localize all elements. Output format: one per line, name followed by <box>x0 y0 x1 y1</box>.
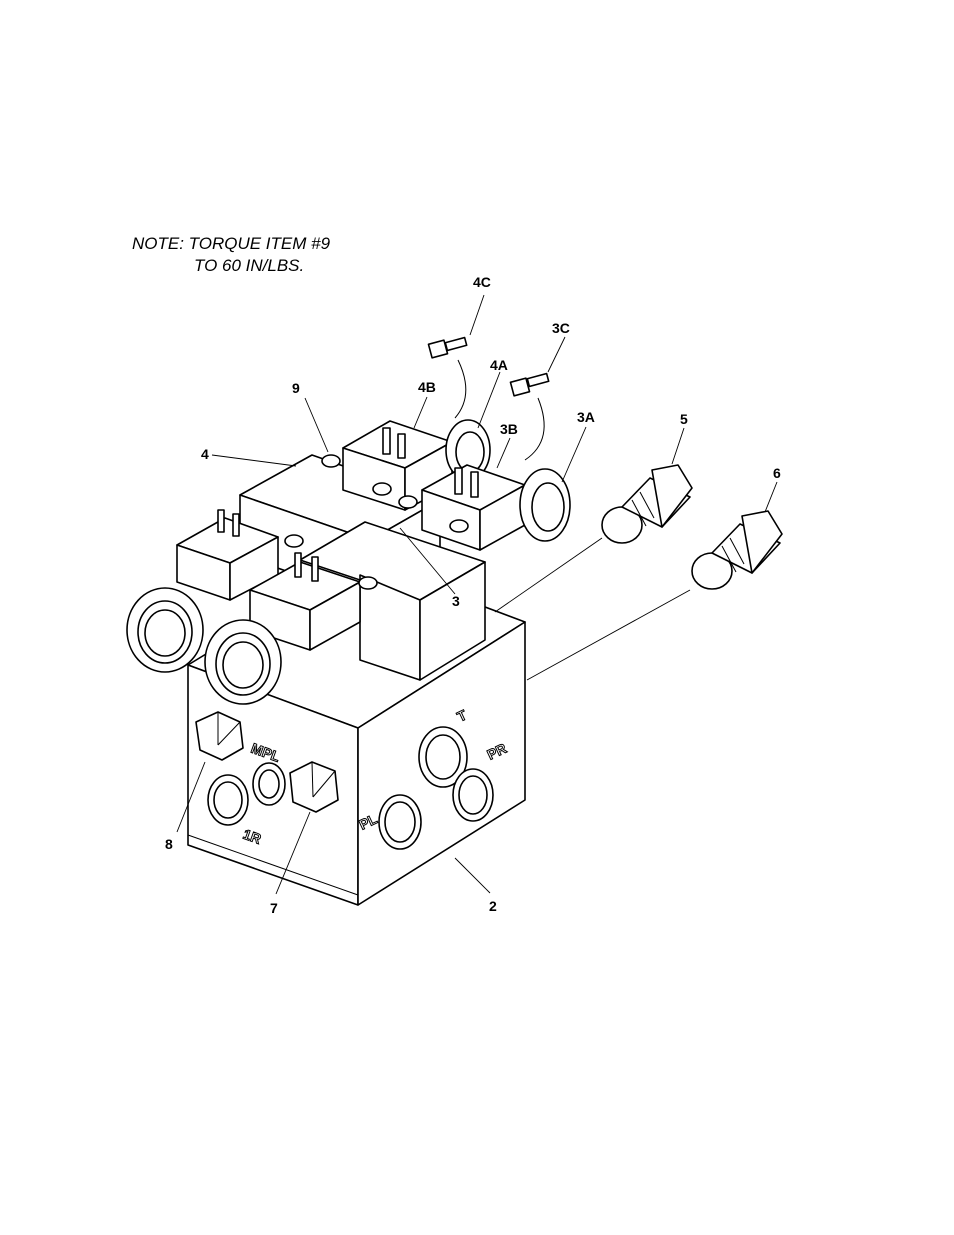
plug-item-8 <box>195 711 244 761</box>
callout-7: 7 <box>270 900 278 916</box>
leader-lines <box>176 294 778 895</box>
callout-4a: 4A <box>490 357 508 373</box>
callout-9: 9 <box>292 380 300 396</box>
valve-body-item-3 <box>299 521 486 681</box>
connector-item-3c <box>509 372 550 461</box>
coil-nut-item-3a <box>519 468 571 542</box>
coil-item-3b <box>421 464 526 551</box>
callout-3c: 3C <box>552 320 570 336</box>
port-t <box>418 726 468 788</box>
cartridge-item-5 <box>601 464 693 544</box>
port-pr <box>452 768 494 822</box>
screw-item-9 <box>284 454 469 590</box>
plug-item-7 <box>289 761 339 813</box>
knob-valve-3 <box>204 619 282 705</box>
callout-4: 4 <box>201 446 209 462</box>
port-pl <box>378 794 422 850</box>
callout-2: 2 <box>489 898 497 914</box>
callout-8: 8 <box>165 836 173 852</box>
callout-4c: 4C <box>473 274 491 290</box>
port-1r <box>207 774 249 826</box>
callout-3a: 3A <box>577 409 595 425</box>
callout-5: 5 <box>680 411 688 427</box>
callout-3b: 3B <box>500 421 518 437</box>
callout-3: 3 <box>452 593 460 609</box>
connector-item-4c <box>427 336 468 419</box>
port-label-pl: PL <box>357 810 380 832</box>
port-label-1r: 1R <box>241 826 263 847</box>
callout-6: 6 <box>773 465 781 481</box>
callout-4b: 4B <box>418 379 436 395</box>
coil-nut-item-4a <box>445 419 491 481</box>
torque-note-line2: TO 60 IN/LBS. <box>194 256 305 275</box>
cartridge-item-6 <box>691 510 783 590</box>
knob-valve-4 <box>126 587 204 673</box>
torque-note-line1: NOTE: TORQUE ITEM #9 <box>132 234 331 253</box>
port-mpl <box>252 762 286 806</box>
coil-item-4b <box>342 420 453 511</box>
